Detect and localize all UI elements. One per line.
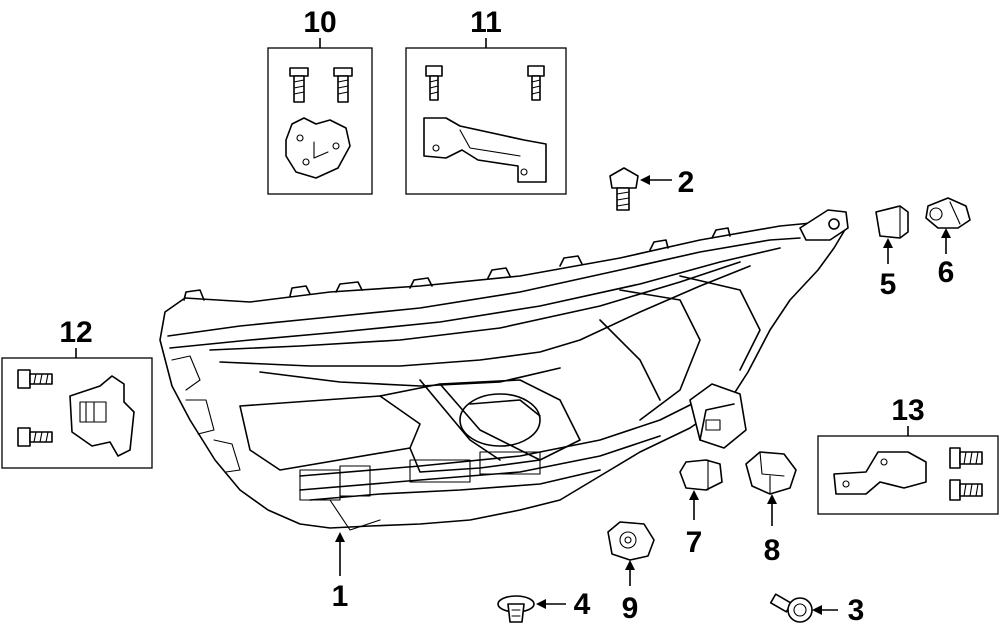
part-4-clip[interactable] [497,595,566,623]
callout-9: 9 [622,592,639,625]
callout-4: 4 [574,588,591,621]
part-6-socket[interactable] [925,197,971,254]
part-11-box[interactable] [405,38,567,195]
part-8-socket[interactable] [745,451,797,526]
screw-icon [949,447,983,469]
bracket-icon [833,451,927,495]
part-7-bulb[interactable] [679,459,723,520]
callout-8: 8 [764,534,781,567]
bracket-icon [69,375,135,457]
callout-12: 12 [59,316,92,349]
callout-5: 5 [880,268,897,301]
callout-1: 1 [332,580,349,613]
headlamp-assembly[interactable] [159,209,849,531]
part-5-bulb[interactable] [875,205,909,264]
part-13-box[interactable] [817,426,999,515]
part-3-screw[interactable] [769,593,838,623]
screw-icon [949,479,983,501]
part-9-grommet[interactable] [607,521,655,586]
screw-icon [289,67,309,103]
screw-icon [333,67,353,103]
screw-icon [17,369,53,389]
callout-6: 6 [938,256,955,289]
callout-10: 10 [303,6,336,39]
bracket-icon [285,117,351,179]
part-12-box[interactable] [1,348,153,469]
callout-13: 13 [891,394,924,427]
callout-3: 3 [848,594,865,627]
screw-icon [425,65,443,101]
screw-icon [527,65,545,101]
part-10-box[interactable] [267,38,373,195]
callout-11: 11 [470,6,502,39]
part-2-bolt[interactable] [609,167,672,211]
callout-2: 2 [678,166,695,199]
callout-7: 7 [686,526,703,559]
screw-icon [17,427,53,447]
